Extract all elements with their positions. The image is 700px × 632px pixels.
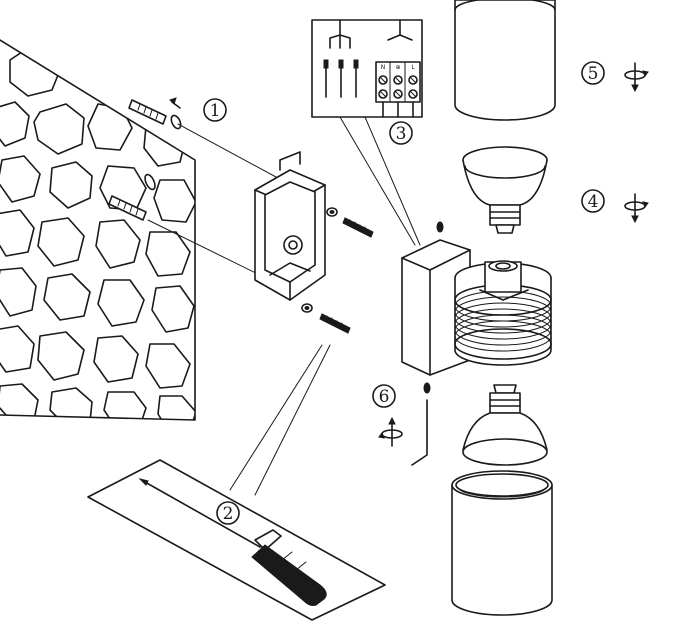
callout-leaders bbox=[229, 344, 331, 496]
step-2-marker: 2 bbox=[216, 501, 240, 525]
step-4-marker: 4 bbox=[581, 189, 605, 213]
step-5-marker: 5 bbox=[581, 61, 605, 85]
screwdriver-shaft bbox=[144, 481, 261, 548]
screw-bottom bbox=[301, 303, 351, 334]
step-3-number: 3 bbox=[396, 124, 407, 144]
rotate-icon bbox=[624, 193, 649, 224]
terminal-earth-label: ⊕ bbox=[395, 64, 400, 71]
terminal-l-label: L bbox=[411, 64, 415, 71]
lamp-body bbox=[401, 221, 552, 376]
step-6-marker: 6 bbox=[372, 384, 396, 408]
wiring-leaders bbox=[339, 116, 421, 246]
step-4-number: 4 bbox=[588, 192, 599, 212]
bottom-cylinder-shade bbox=[451, 470, 553, 616]
rotate-icon bbox=[624, 62, 649, 93]
step-2-number: 2 bbox=[223, 504, 234, 524]
stone-wall bbox=[0, 39, 196, 421]
step-1-marker: 1 bbox=[203, 98, 227, 122]
top-cylinder-shade bbox=[454, 0, 556, 121]
terminal-n-label: N bbox=[381, 64, 386, 71]
screw-top bbox=[326, 207, 374, 238]
step-6-number: 6 bbox=[379, 387, 390, 407]
step-5-number: 5 bbox=[588, 64, 599, 84]
wall-plug-bottom bbox=[108, 173, 156, 221]
rotate-icon bbox=[378, 416, 403, 447]
hex-key bbox=[411, 382, 431, 466]
gu10-bulb-top bbox=[462, 146, 548, 234]
mounting-bracket bbox=[254, 151, 326, 301]
wiring-panel: N ⊕ L bbox=[311, 19, 423, 246]
screwdriver-panel bbox=[87, 344, 386, 621]
step-1-number: 1 bbox=[210, 101, 221, 121]
gu10-bulb-bottom bbox=[462, 384, 548, 466]
wall-plug-top bbox=[128, 97, 182, 130]
step-3-marker: 3 bbox=[389, 121, 413, 145]
